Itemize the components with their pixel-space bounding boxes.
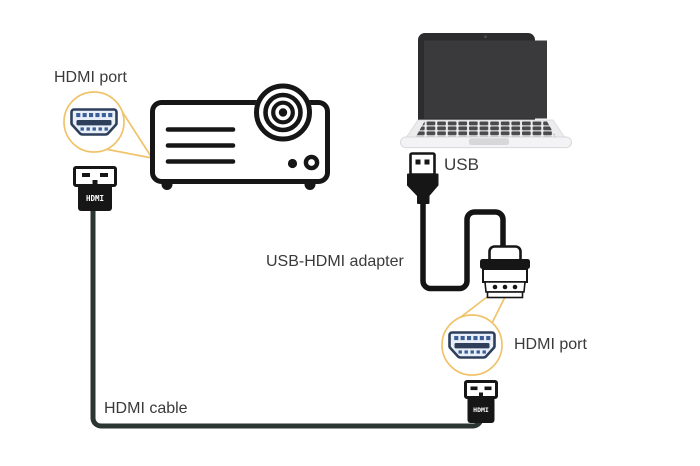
plug-label: HDMI (86, 194, 104, 203)
hdmi-cable-label: HDMI cable (104, 400, 188, 417)
projector-lens (254, 83, 312, 142)
usb-plug-icon (407, 152, 439, 204)
laptop-trackpad (469, 138, 509, 145)
hdmi-port-icon (70, 108, 118, 136)
laptop-icon (400, 33, 572, 149)
projector-button (287, 158, 298, 169)
usb-hdmi-adapter-label: USB-HDMI adapter (266, 253, 404, 270)
adapter-hdmi-callout (441, 314, 503, 376)
projector-button-ring (303, 154, 320, 171)
laptop-camera-dot (484, 35, 487, 39)
laptop-keyboard (416, 121, 556, 137)
usb-adapter-cable (420, 198, 506, 292)
hdmi-plug-icon: HDMI (73, 166, 117, 211)
hdmi-port-icon (448, 331, 496, 359)
hdmi-port-label-adapter: HDMI port (514, 336, 587, 353)
usb-hdmi-adapter-icon (480, 245, 530, 299)
hdmi-plug-icon: HDMI (464, 380, 498, 423)
hdmi-port-label-projector: HDMI port (54, 69, 127, 86)
laptop-screen (424, 40, 547, 119)
projector-icon (150, 83, 330, 190)
usb-label: USB (444, 155, 479, 174)
plug-label: HDMI (473, 406, 489, 414)
projector-hdmi-callout (63, 91, 153, 159)
